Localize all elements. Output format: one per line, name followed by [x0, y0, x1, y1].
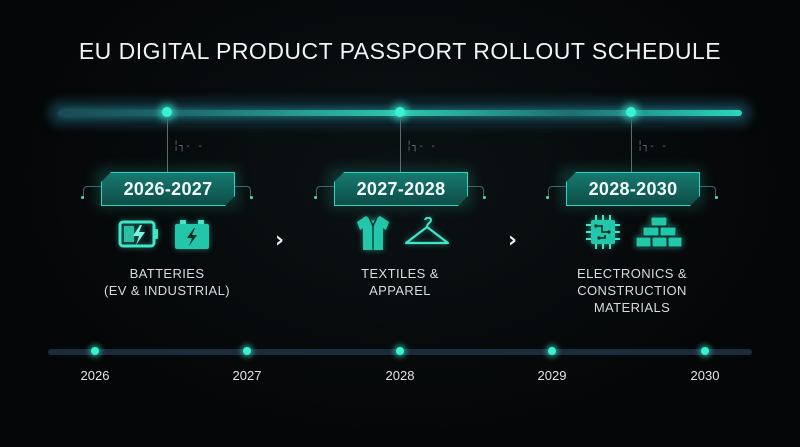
circuit-chip-icon [586, 215, 620, 249]
timeline-tick-2027 [243, 347, 251, 355]
timeline-year-2028: 2028 [385, 368, 415, 383]
timeline-year-2027: 2027 [232, 368, 262, 383]
phase-label-3-line-3: MATERIALS [593, 300, 671, 315]
circuit-trace-3: ╎┐- - [637, 141, 668, 152]
timeline-tick-2029 [548, 347, 556, 355]
phase-label-3-line-1: ELECTRONICS & [577, 266, 687, 281]
phase-badge-3: 2028-2030 [546, 168, 718, 212]
phase-label-2: TEXTILES & APPAREL [305, 265, 495, 299]
diagram-title: EU DIGITAL PRODUCT PASSPORT ROLLOUT SCHE… [78, 38, 722, 64]
top-node-3 [626, 107, 636, 117]
phase-badge-1: 2026-2027 [81, 168, 253, 212]
phase-badge-2: 2027-2028 [314, 168, 486, 212]
connector-stem-1 [167, 118, 168, 172]
timeline-tick-2026 [91, 347, 99, 355]
timeline-year-2026: 2026 [80, 368, 110, 383]
connector-stem-2 [400, 118, 401, 172]
chevron-right-icon: › [508, 228, 518, 253]
circuit-trace-2: ╎┐- - [406, 141, 437, 152]
top-node-2 [395, 107, 405, 117]
phase-icons-2 [356, 214, 450, 252]
top-node-1 [162, 107, 172, 117]
phase-label-1-line-1: BATTERIES [129, 266, 205, 281]
bricks-icon [635, 216, 683, 248]
phase-icons-1 [118, 218, 210, 250]
phase-label-3: ELECTRONICS & CONSTRUCTION MATERIALS [537, 265, 727, 316]
connector-stem-3 [631, 118, 632, 172]
charging-battery-icon [118, 220, 158, 248]
timeline-tick-2030 [701, 347, 709, 355]
timeline-year-2030: 2030 [690, 368, 720, 383]
hanger-icon [404, 217, 450, 245]
timeline-tick-2028 [396, 347, 404, 355]
phase-period-1: 2026-2027 [101, 172, 235, 206]
phase-label-1-line-2: (EV & INDUSTRIAL) [104, 283, 230, 298]
phase-label-1: BATTERIES (EV & INDUSTRIAL) [72, 265, 262, 299]
phase-label-2-line-2: APPAREL [369, 283, 431, 298]
shirt-icon [357, 216, 389, 250]
phase-period-3: 2028-2030 [566, 172, 700, 206]
circuit-trace-1: ╎┐- - [173, 141, 204, 152]
phase-label-3-line-2: CONSTRUCTION [577, 283, 687, 298]
phase-icons-3 [585, 214, 683, 250]
chevron-right-icon: › [275, 228, 285, 253]
car-battery-icon [175, 220, 209, 249]
phase-period-2: 2027-2028 [334, 172, 468, 206]
timeline-year-2029: 2029 [537, 368, 567, 383]
phase-label-2-line-1: TEXTILES & [361, 266, 439, 281]
